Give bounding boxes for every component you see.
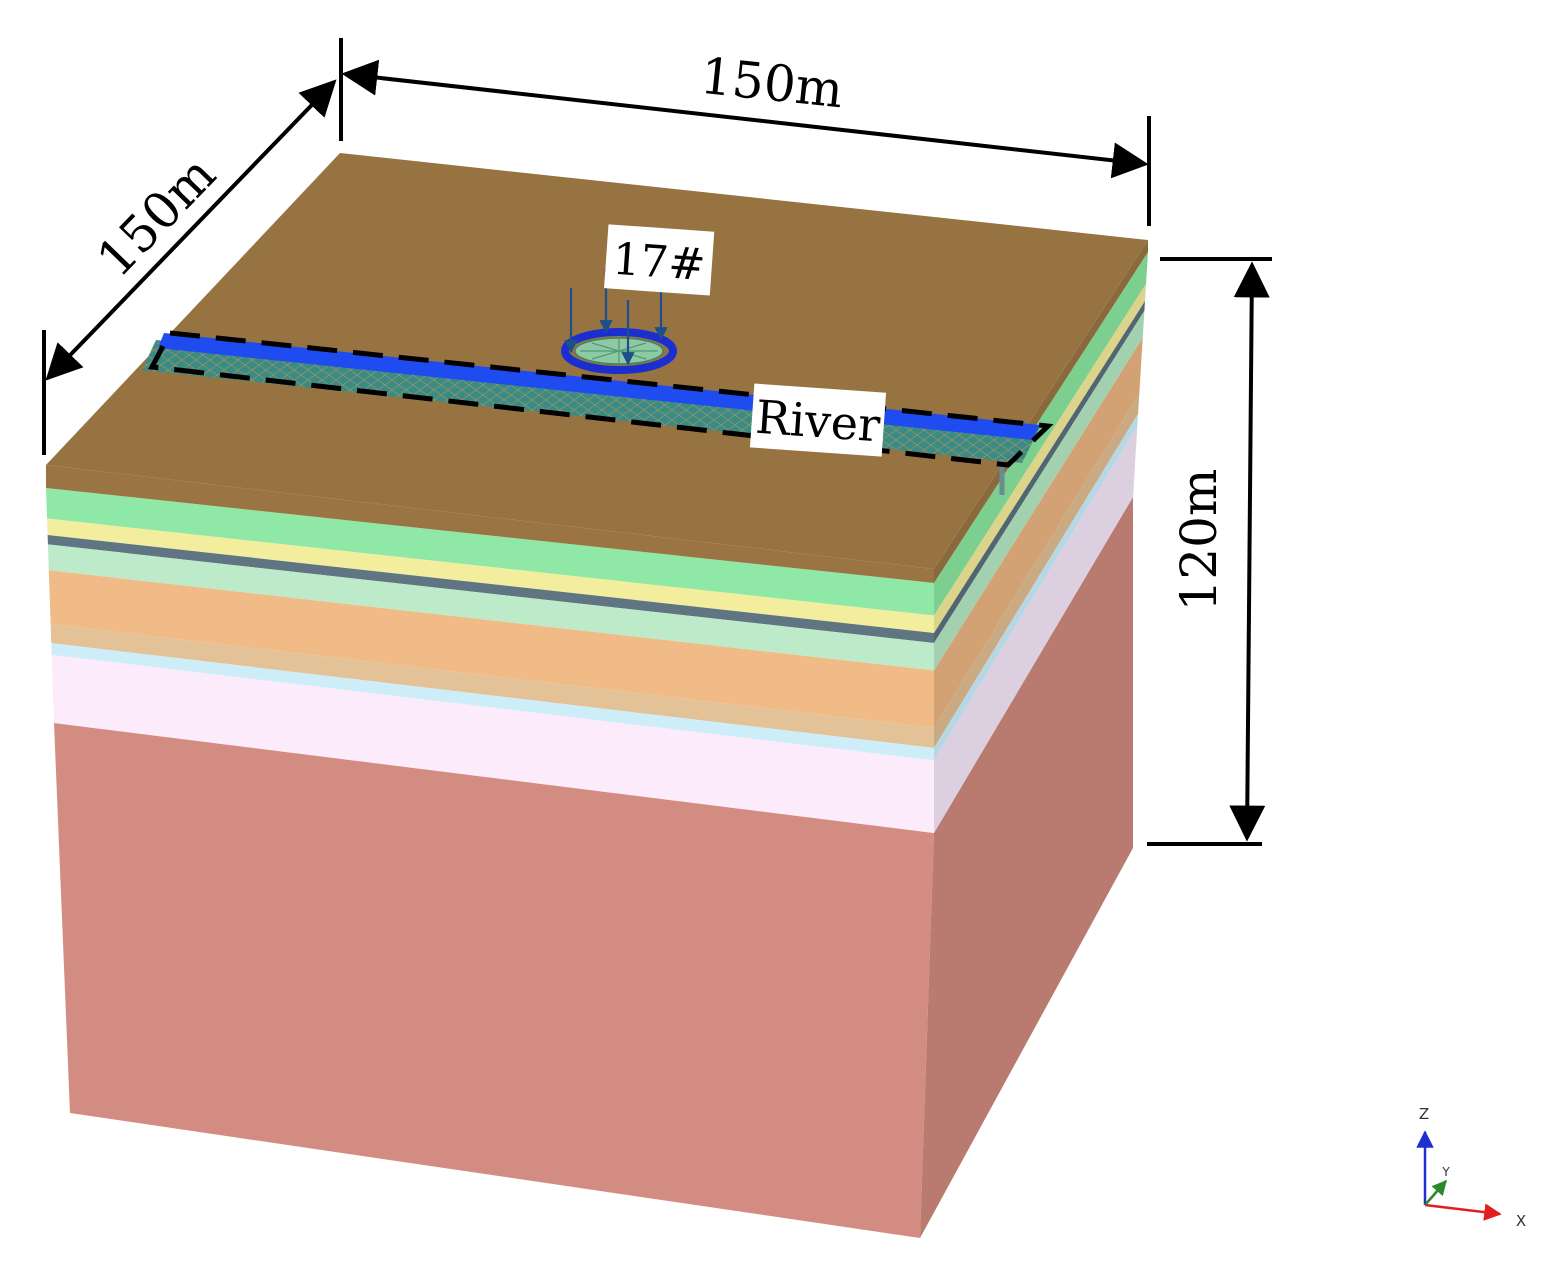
river-label-box	[749, 383, 887, 457]
axis-y-label: Y	[1441, 1165, 1450, 1179]
tan-layer-front	[50, 624, 934, 748]
yellow-layer-front	[47, 518, 935, 633]
orange-layer-front	[48, 570, 935, 728]
bedrock-front-face	[54, 723, 934, 1238]
axis-y-arrow	[1424, 1179, 1447, 1206]
bedrock-right-face	[920, 497, 1133, 1238]
dimension-height: 120m	[1147, 257, 1272, 846]
light-blue-layer-front	[51, 643, 934, 761]
axis-z-label: Z	[1419, 1105, 1429, 1123]
dimension-width-label: 150m	[698, 47, 846, 120]
topsoil-right-face	[934, 240, 1148, 583]
dimension-width-arrow	[341, 59, 1149, 179]
yellow-layer-right	[934, 283, 1147, 633]
river-label-text: River	[754, 390, 882, 453]
orange-layer-right	[934, 337, 1143, 728]
green-layer-front	[46, 488, 934, 616]
tan-layer-right	[934, 394, 1140, 748]
axis-x-label: X	[1516, 1212, 1526, 1230]
dimension-height-arrow	[1229, 261, 1270, 842]
well-label: 17#	[604, 224, 715, 296]
river-label: River	[749, 383, 887, 457]
strata-front-faces	[46, 488, 935, 833]
well-mesh	[580, 339, 658, 363]
slate-layer-right	[934, 301, 1145, 643]
dimension-height-label: 120m	[1170, 469, 1228, 612]
pale-green-layer-right	[934, 310, 1145, 671]
pale-green-layer-front	[47, 544, 935, 671]
well-label-box	[604, 224, 715, 296]
dimension-depth-arrow	[45, 79, 337, 381]
well-17	[561, 268, 677, 374]
well-label-text: 17#	[611, 234, 707, 291]
strata-right-faces	[934, 252, 1148, 833]
axis-x-arrow	[1424, 1203, 1502, 1221]
slate-layer-front	[47, 535, 935, 643]
pink-layer-front	[51, 654, 935, 833]
axis-triad: Z Y X	[1416, 1105, 1526, 1230]
light-blue-layer-right	[934, 413, 1139, 761]
topsoil-front-face	[46, 465, 934, 583]
pink-layer-right	[934, 425, 1138, 833]
